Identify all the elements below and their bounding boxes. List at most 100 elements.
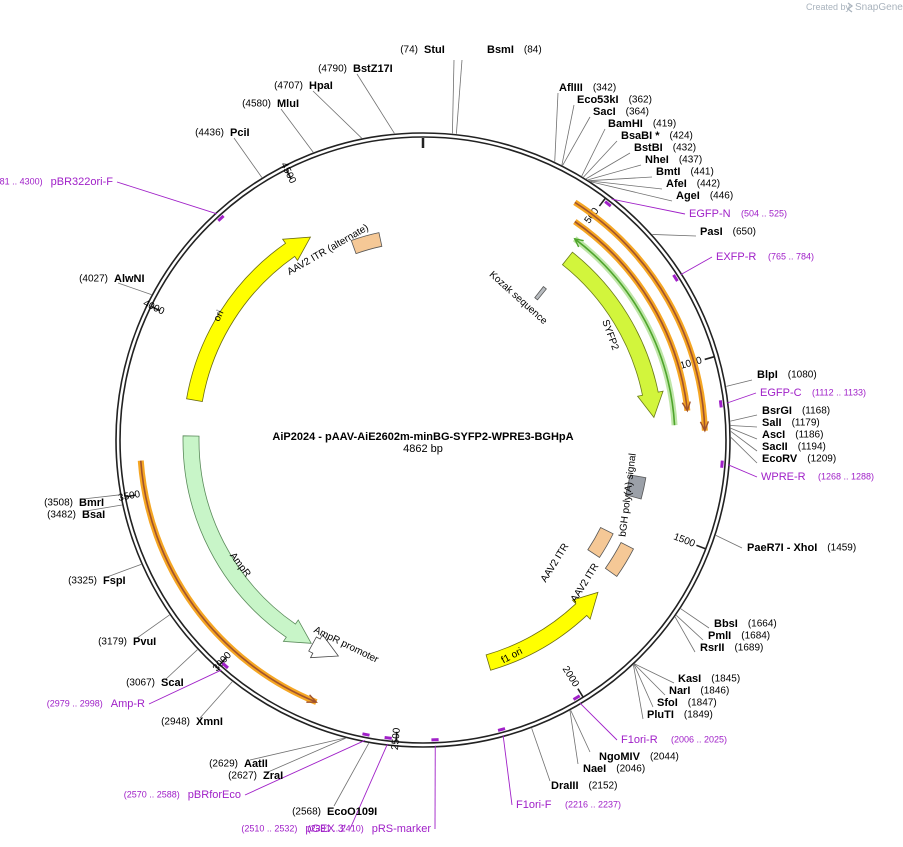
- primer[interactable]: F1ori-R(2006 .. 2025): [621, 734, 727, 746]
- site-position: (1845): [711, 674, 740, 685]
- primer[interactable]: pBRforEco(2570 .. 2588): [124, 789, 241, 801]
- restriction-site[interactable]: AlwNI(4027): [79, 273, 144, 285]
- site-leader-line: [312, 90, 362, 139]
- restriction-site[interactable]: BsaBI *(424): [621, 130, 693, 142]
- restriction-site[interactable]: NheI(437): [645, 154, 702, 166]
- primer[interactable]: pGEX 3'(2510 .. 2532): [241, 823, 346, 835]
- restriction-site[interactable]: ZraI(2627): [228, 770, 283, 782]
- restriction-site[interactable]: BstBI(432): [634, 142, 696, 154]
- restriction-site[interactable]: PciI(4436): [195, 127, 249, 139]
- site-position: (2046): [616, 764, 645, 775]
- restriction-site[interactable]: SacII(1194): [762, 441, 826, 453]
- feature-label: AAV2 ITR: [539, 542, 571, 585]
- tick-1000: [704, 355, 715, 361]
- restriction-site[interactable]: AfeI(442): [666, 178, 720, 190]
- restriction-site[interactable]: BmtI(441): [656, 166, 714, 178]
- site-leader-line: [117, 282, 152, 295]
- ampr-promoter-feature: [308, 633, 340, 659]
- restriction-site[interactable]: BamHI(419): [608, 118, 676, 130]
- site-name: NaeI: [583, 763, 606, 775]
- site-name: ScaI: [161, 677, 184, 689]
- site-name: EcoO109I: [327, 806, 377, 818]
- restriction-site[interactable]: NgoMIV(2044): [599, 751, 679, 763]
- restriction-site[interactable]: PasI(650): [700, 226, 756, 238]
- primer-range: (765 .. 784): [768, 251, 814, 261]
- restriction-site[interactable]: BsaI(3482): [47, 509, 105, 521]
- site-name: BsaI: [82, 509, 105, 521]
- site-leader-line: [715, 534, 743, 549]
- site-position: (2629): [209, 759, 238, 770]
- primer[interactable]: pBR322ori-F (4281 .. 4300): [0, 176, 113, 188]
- site-position: (419): [653, 119, 676, 130]
- restriction-site[interactable]: BsrGI(1168): [762, 405, 830, 417]
- restriction-site[interactable]: BstZ17I(4790): [318, 63, 393, 75]
- site-name: AscI: [762, 429, 785, 441]
- primer-mark: [604, 200, 612, 208]
- restriction-site[interactable]: XmnI(2948): [161, 716, 223, 728]
- site-name: BmrI: [79, 497, 104, 509]
- restriction-site[interactable]: PmlI(1684): [708, 630, 770, 642]
- restriction-site[interactable]: MluI(4580): [242, 98, 299, 110]
- site-leader-line: [561, 104, 575, 166]
- site-leader-line: [674, 616, 696, 653]
- site-position: (1846): [700, 686, 729, 697]
- site-name: SfoI: [657, 697, 678, 709]
- restriction-site[interactable]: RsrII(1689): [700, 642, 763, 654]
- restriction-site[interactable]: EcoO109I(2568): [292, 806, 377, 818]
- restriction-site[interactable]: ScaI(3067): [126, 677, 184, 689]
- tick-1500: [696, 544, 707, 550]
- restriction-site[interactable]: DraIII(2152): [551, 780, 617, 792]
- restriction-site[interactable]: BlpI(1080): [757, 369, 817, 381]
- restriction-site[interactable]: StuI(74): [400, 44, 445, 56]
- restriction-site[interactable]: BmrI(3508): [44, 497, 104, 509]
- site-leader-line: [634, 663, 666, 696]
- tick-500: [598, 197, 607, 207]
- primer[interactable]: F1ori-F(2216 .. 2237): [516, 799, 621, 811]
- site-name: PciI: [230, 127, 250, 139]
- site-leader-line: [730, 427, 758, 440]
- restriction-site[interactable]: Eco53kI(362): [577, 94, 652, 106]
- site-name: StuI: [424, 44, 445, 56]
- restriction-site[interactable]: AgeI(446): [676, 190, 733, 202]
- restriction-site[interactable]: NaeI (2046): [583, 763, 645, 775]
- tick-label: 3000: [211, 650, 234, 674]
- restriction-site[interactable]: NarI(1846): [669, 685, 729, 697]
- primer-range: (1268 .. 1288): [818, 471, 874, 481]
- restriction-site[interactable]: AflIII(342): [559, 82, 616, 94]
- primer[interactable]: EXFP-R(765 .. 784): [716, 251, 814, 263]
- restriction-site[interactable]: PluTI(1849): [647, 709, 713, 721]
- restriction-site[interactable]: BsmI(84): [487, 44, 542, 56]
- restriction-site[interactable]: KasI(1845): [678, 673, 740, 685]
- primer-leader: [349, 743, 388, 830]
- restriction-site[interactable]: PvuI(3179): [98, 636, 156, 648]
- restriction-site[interactable]: BbsI(1664): [714, 618, 777, 630]
- site-position: (364): [626, 107, 649, 118]
- primer-range: (4281 .. 4300): [0, 176, 43, 186]
- primer-name: pBR322ori-F: [51, 176, 114, 188]
- site-position: (1459): [827, 543, 856, 554]
- restriction-site[interactable]: SalI(1179): [762, 417, 820, 429]
- site-leader-line: [249, 737, 346, 761]
- restriction-site[interactable]: PaeR7I - XhoI(1459): [747, 542, 856, 554]
- restriction-site[interactable]: AatII(2629): [209, 758, 268, 770]
- primer-name: pGEX 3': [305, 823, 346, 835]
- site-position: (1689): [734, 643, 763, 654]
- restriction-site[interactable]: SfoI(1847): [657, 697, 717, 709]
- restriction-site[interactable]: AscI(1186): [762, 429, 823, 441]
- restriction-site[interactable]: HpaI(4707): [274, 80, 333, 92]
- primer[interactable]: EGFP-N(504 .. 525): [689, 208, 787, 220]
- primer[interactable]: WPRE-R(1268 .. 1288): [761, 471, 874, 483]
- primer-range: (2979 .. 2998): [47, 698, 103, 708]
- primer[interactable]: EGFP-C(1112 .. 1133): [760, 387, 866, 399]
- restriction-site[interactable]: EcoRV(1209): [762, 453, 836, 465]
- primer[interactable]: pRS-marker(2391 .. 2410): [308, 823, 432, 835]
- site-leader-line: [233, 137, 263, 178]
- restriction-site[interactable]: SacI(364): [593, 106, 649, 118]
- site-name: MluI: [277, 98, 299, 110]
- primer-mark: [672, 274, 679, 282]
- site-leader-line: [452, 59, 455, 134]
- primer[interactable]: Amp-R(2979 .. 2998): [47, 698, 145, 710]
- site-position: (1849): [684, 710, 713, 721]
- restriction-site[interactable]: FspI(3325): [68, 575, 126, 587]
